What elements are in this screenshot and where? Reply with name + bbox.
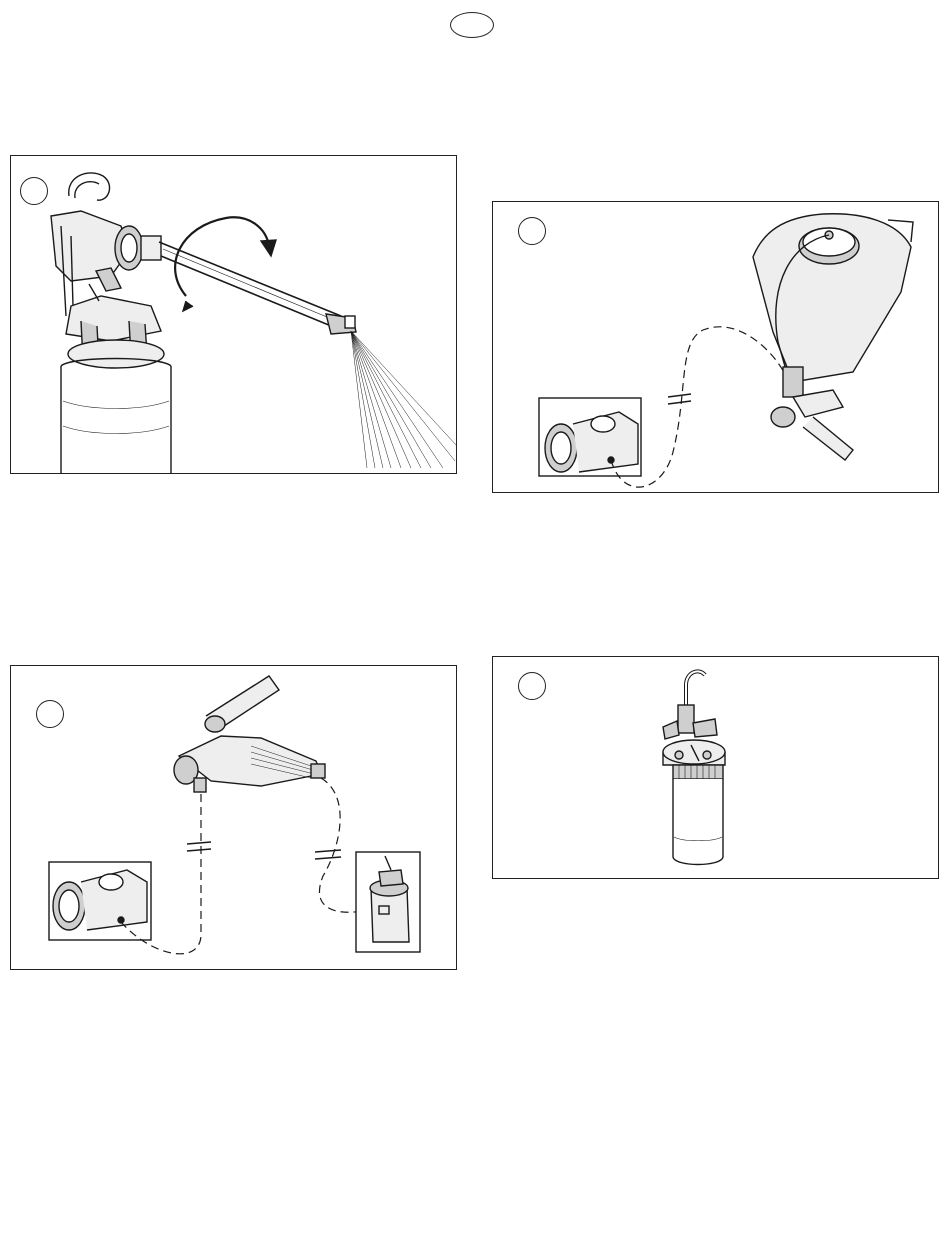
step-circle-2: [518, 217, 546, 245]
illustration-panel-4: [492, 656, 939, 879]
illustration-panel-1: [10, 155, 457, 474]
step-circle-1: [20, 177, 48, 205]
step-circle-3: [36, 700, 64, 728]
illustration-panel-3: [10, 665, 457, 970]
page-badge: [450, 12, 494, 38]
pressure-pot-gun-illustration: [11, 666, 457, 970]
step-circle-4: [518, 672, 546, 700]
hopper-gun-illustration: [493, 202, 939, 493]
spray-gun-extension-illustration: [11, 156, 457, 474]
pressure-container-illustration: [493, 657, 939, 879]
illustration-panel-2: [492, 201, 939, 493]
